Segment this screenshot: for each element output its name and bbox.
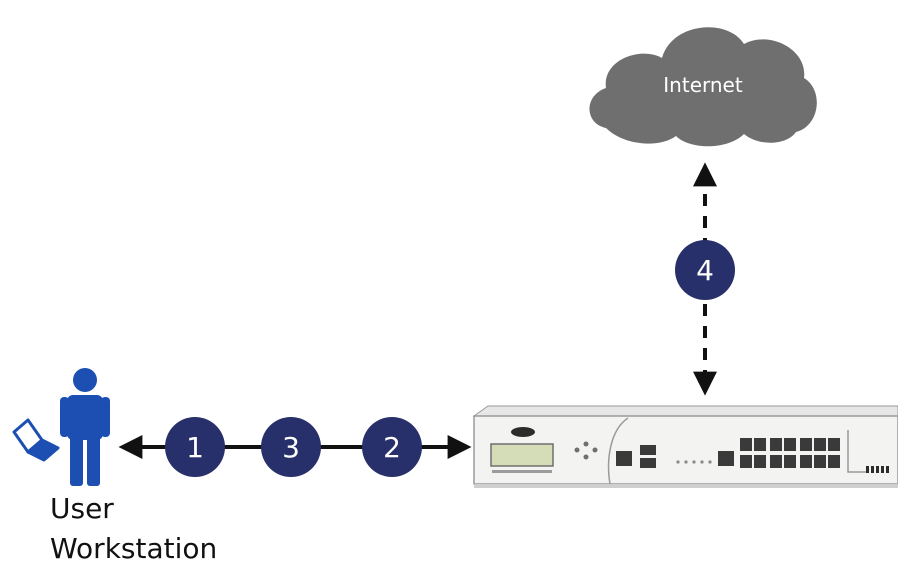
step-number: 2	[383, 431, 401, 464]
laptop-icon	[12, 418, 60, 462]
ethernet-ports	[740, 438, 840, 468]
internet-cloud: Internet	[589, 27, 817, 147]
step-circle	[675, 240, 735, 300]
step-4: 4	[675, 240, 735, 300]
user-label-line1: User	[50, 492, 114, 525]
cloud-label: Internet	[663, 73, 743, 97]
cloud-icon	[589, 27, 817, 147]
step-1: 1	[165, 417, 225, 477]
port	[640, 458, 656, 468]
step-number: 1	[186, 431, 204, 464]
user-workstation-label: User Workstation	[50, 489, 217, 569]
status-leds	[676, 460, 712, 464]
port	[616, 451, 632, 466]
person-icon	[60, 368, 110, 486]
step-3: 3	[261, 417, 321, 477]
step-circle	[362, 417, 422, 477]
step-number: 4	[696, 254, 714, 287]
user-label-line2: Workstation	[50, 532, 218, 565]
step-number: 3	[282, 431, 300, 464]
step-2: 2	[362, 417, 422, 477]
step-circle	[261, 417, 321, 477]
nav-buttons	[574, 441, 598, 460]
lcd-panel	[490, 443, 554, 467]
model-mark	[866, 466, 889, 473]
network-security-appliance	[472, 405, 898, 488]
port	[718, 451, 734, 466]
step-circle	[165, 417, 225, 477]
port	[640, 445, 656, 455]
logo-mark	[511, 427, 535, 437]
